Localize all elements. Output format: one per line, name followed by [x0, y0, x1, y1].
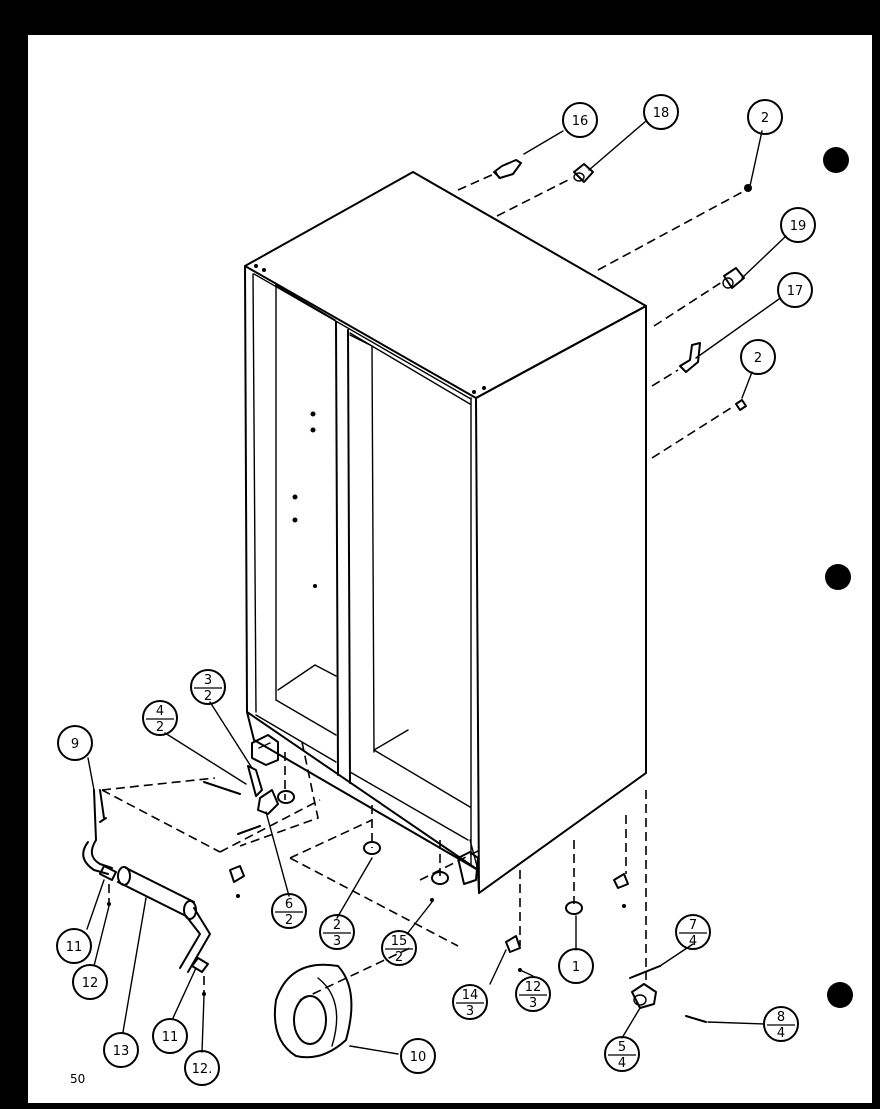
svg-text:8: 8 [777, 1010, 785, 1025]
svg-text:2: 2 [754, 351, 762, 366]
svg-text:4: 4 [689, 934, 697, 949]
svg-text:7: 7 [689, 918, 697, 933]
callout-9: 9 [57, 725, 93, 761]
callout-6-2: 62 [271, 893, 307, 929]
callout-11-right: 11 [152, 1018, 188, 1054]
svg-text:18: 18 [653, 106, 670, 121]
callout-11-left: 11 [56, 928, 92, 964]
page-number: 50 [70, 1072, 85, 1086]
svg-text:6: 6 [285, 897, 293, 912]
svg-text:2: 2 [761, 111, 769, 126]
drawing-panel [28, 35, 872, 1103]
binder-hole-top [823, 147, 849, 173]
svg-text:5: 5 [618, 1040, 626, 1055]
binder-hole-bottom [827, 982, 853, 1008]
svg-text:4: 4 [777, 1026, 785, 1041]
callout-12-left: 12 [72, 964, 108, 1000]
svg-text:3: 3 [529, 996, 537, 1011]
svg-text:15: 15 [391, 934, 408, 949]
svg-text:11: 11 [162, 1030, 179, 1045]
callout-19: 19 [780, 207, 816, 243]
callout-17: 17 [777, 272, 813, 308]
callout-3-2: 32 [190, 669, 226, 705]
callout-2-mid: 2 [740, 339, 776, 375]
callout-2-top: 2 [747, 99, 783, 135]
svg-text:2: 2 [333, 918, 341, 933]
callout-7-4: 74 [675, 914, 711, 950]
callout-16: 16 [562, 102, 598, 138]
callout-18: 18 [643, 94, 679, 130]
svg-text:19: 19 [790, 219, 807, 234]
callout-8-4: 84 [763, 1006, 799, 1042]
svg-text:4: 4 [618, 1056, 626, 1071]
svg-text:4: 4 [156, 704, 164, 719]
callout-4-2: 42 [142, 700, 178, 736]
callout-1: 1 [558, 948, 594, 984]
svg-text:2: 2 [156, 720, 164, 735]
svg-text:17: 17 [787, 284, 804, 299]
callout-12-3: 123 [515, 976, 551, 1012]
svg-text:12.: 12. [192, 1062, 213, 1077]
callout-10: 10 [400, 1038, 436, 1074]
svg-text:12: 12 [82, 976, 99, 991]
lower-left-parts [82, 701, 765, 1059]
svg-text:16: 16 [572, 114, 589, 129]
callout-2-3: 23 [319, 914, 355, 950]
svg-text:13: 13 [113, 1044, 130, 1059]
svg-text:3: 3 [466, 1004, 474, 1019]
svg-text:9: 9 [71, 737, 79, 752]
callout-12-right: 12. [184, 1050, 220, 1086]
callout-15-2: 152 [381, 930, 417, 966]
svg-text:2: 2 [395, 950, 403, 965]
callout-5-4: 54 [604, 1036, 640, 1072]
svg-text:3: 3 [204, 673, 212, 688]
callout-13: 13 [103, 1032, 139, 1068]
upper-leader-lines [457, 120, 787, 459]
svg-text:10: 10 [410, 1050, 427, 1065]
svg-text:14: 14 [462, 988, 479, 1003]
cabinet-shell [244, 171, 647, 894]
svg-text:3: 3 [333, 934, 341, 949]
svg-text:2: 2 [285, 913, 293, 928]
callout-14-3: 143 [452, 984, 488, 1020]
svg-text:12: 12 [525, 980, 542, 995]
callout-labels: 16 18 2 19 17 2 9 42 32 62 23 152 1 74 8… [56, 94, 816, 1086]
svg-text:11: 11 [66, 940, 83, 955]
upper-right-parts [493, 159, 752, 411]
svg-text:2: 2 [204, 689, 212, 704]
svg-text:1: 1 [572, 960, 580, 975]
binder-hole-middle [825, 564, 851, 590]
